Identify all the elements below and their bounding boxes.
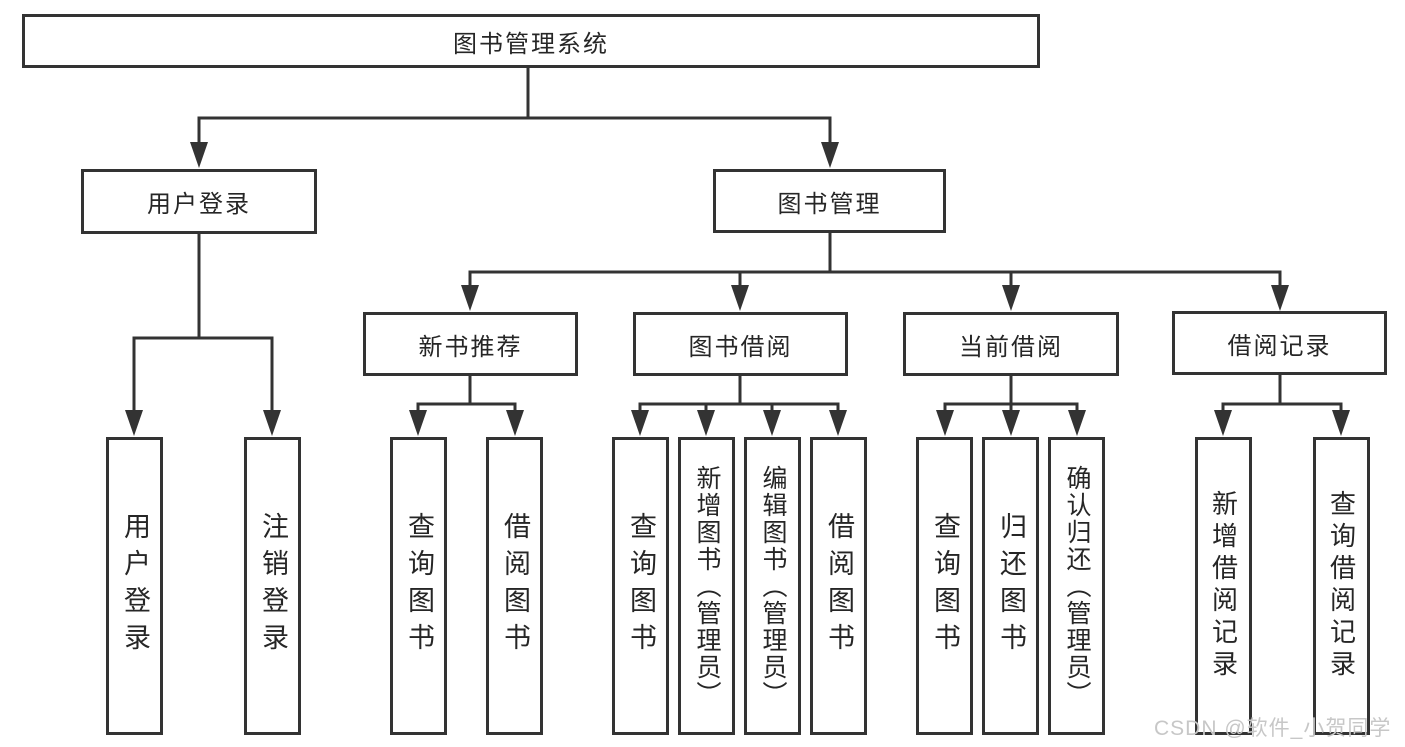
- leaf-add-books-admin: 新增图书（管理员）: [678, 437, 735, 735]
- leaf-logout: 注销登录: [244, 437, 301, 735]
- node-new-book-recommendation: 新书推荐: [363, 312, 578, 376]
- node-book-borrowing: 图书借阅: [633, 312, 848, 376]
- leaf-add-borrow-record: 新增借阅记录: [1195, 437, 1252, 735]
- leaf-confirm-return-admin: 确认归还（管理员）: [1048, 437, 1105, 735]
- node-root: 图书管理系统: [22, 14, 1040, 68]
- node-user-login: 用户登录: [81, 169, 317, 234]
- leaf-query-books-current: 查询图书: [916, 437, 973, 735]
- node-current-borrowing: 当前借阅: [903, 312, 1119, 376]
- node-book-management: 图书管理: [713, 169, 946, 233]
- node-borrowing-records: 借阅记录: [1172, 311, 1387, 375]
- leaf-borrow-books-recommend: 借阅图书: [486, 437, 543, 735]
- leaf-borrow-books: 借阅图书: [810, 437, 867, 735]
- leaf-query-borrow-record: 查询借阅记录: [1313, 437, 1370, 735]
- leaf-query-books-borrow: 查询图书: [612, 437, 669, 735]
- leaf-query-books-recommend: 查询图书: [390, 437, 447, 735]
- leaf-edit-books-admin: 编辑图书（管理员）: [744, 437, 801, 735]
- watermark: CSDN @软件_小贺同学: [1154, 717, 1392, 740]
- leaf-user-login: 用户登录: [106, 437, 163, 735]
- leaf-return-books: 归还图书: [982, 437, 1039, 735]
